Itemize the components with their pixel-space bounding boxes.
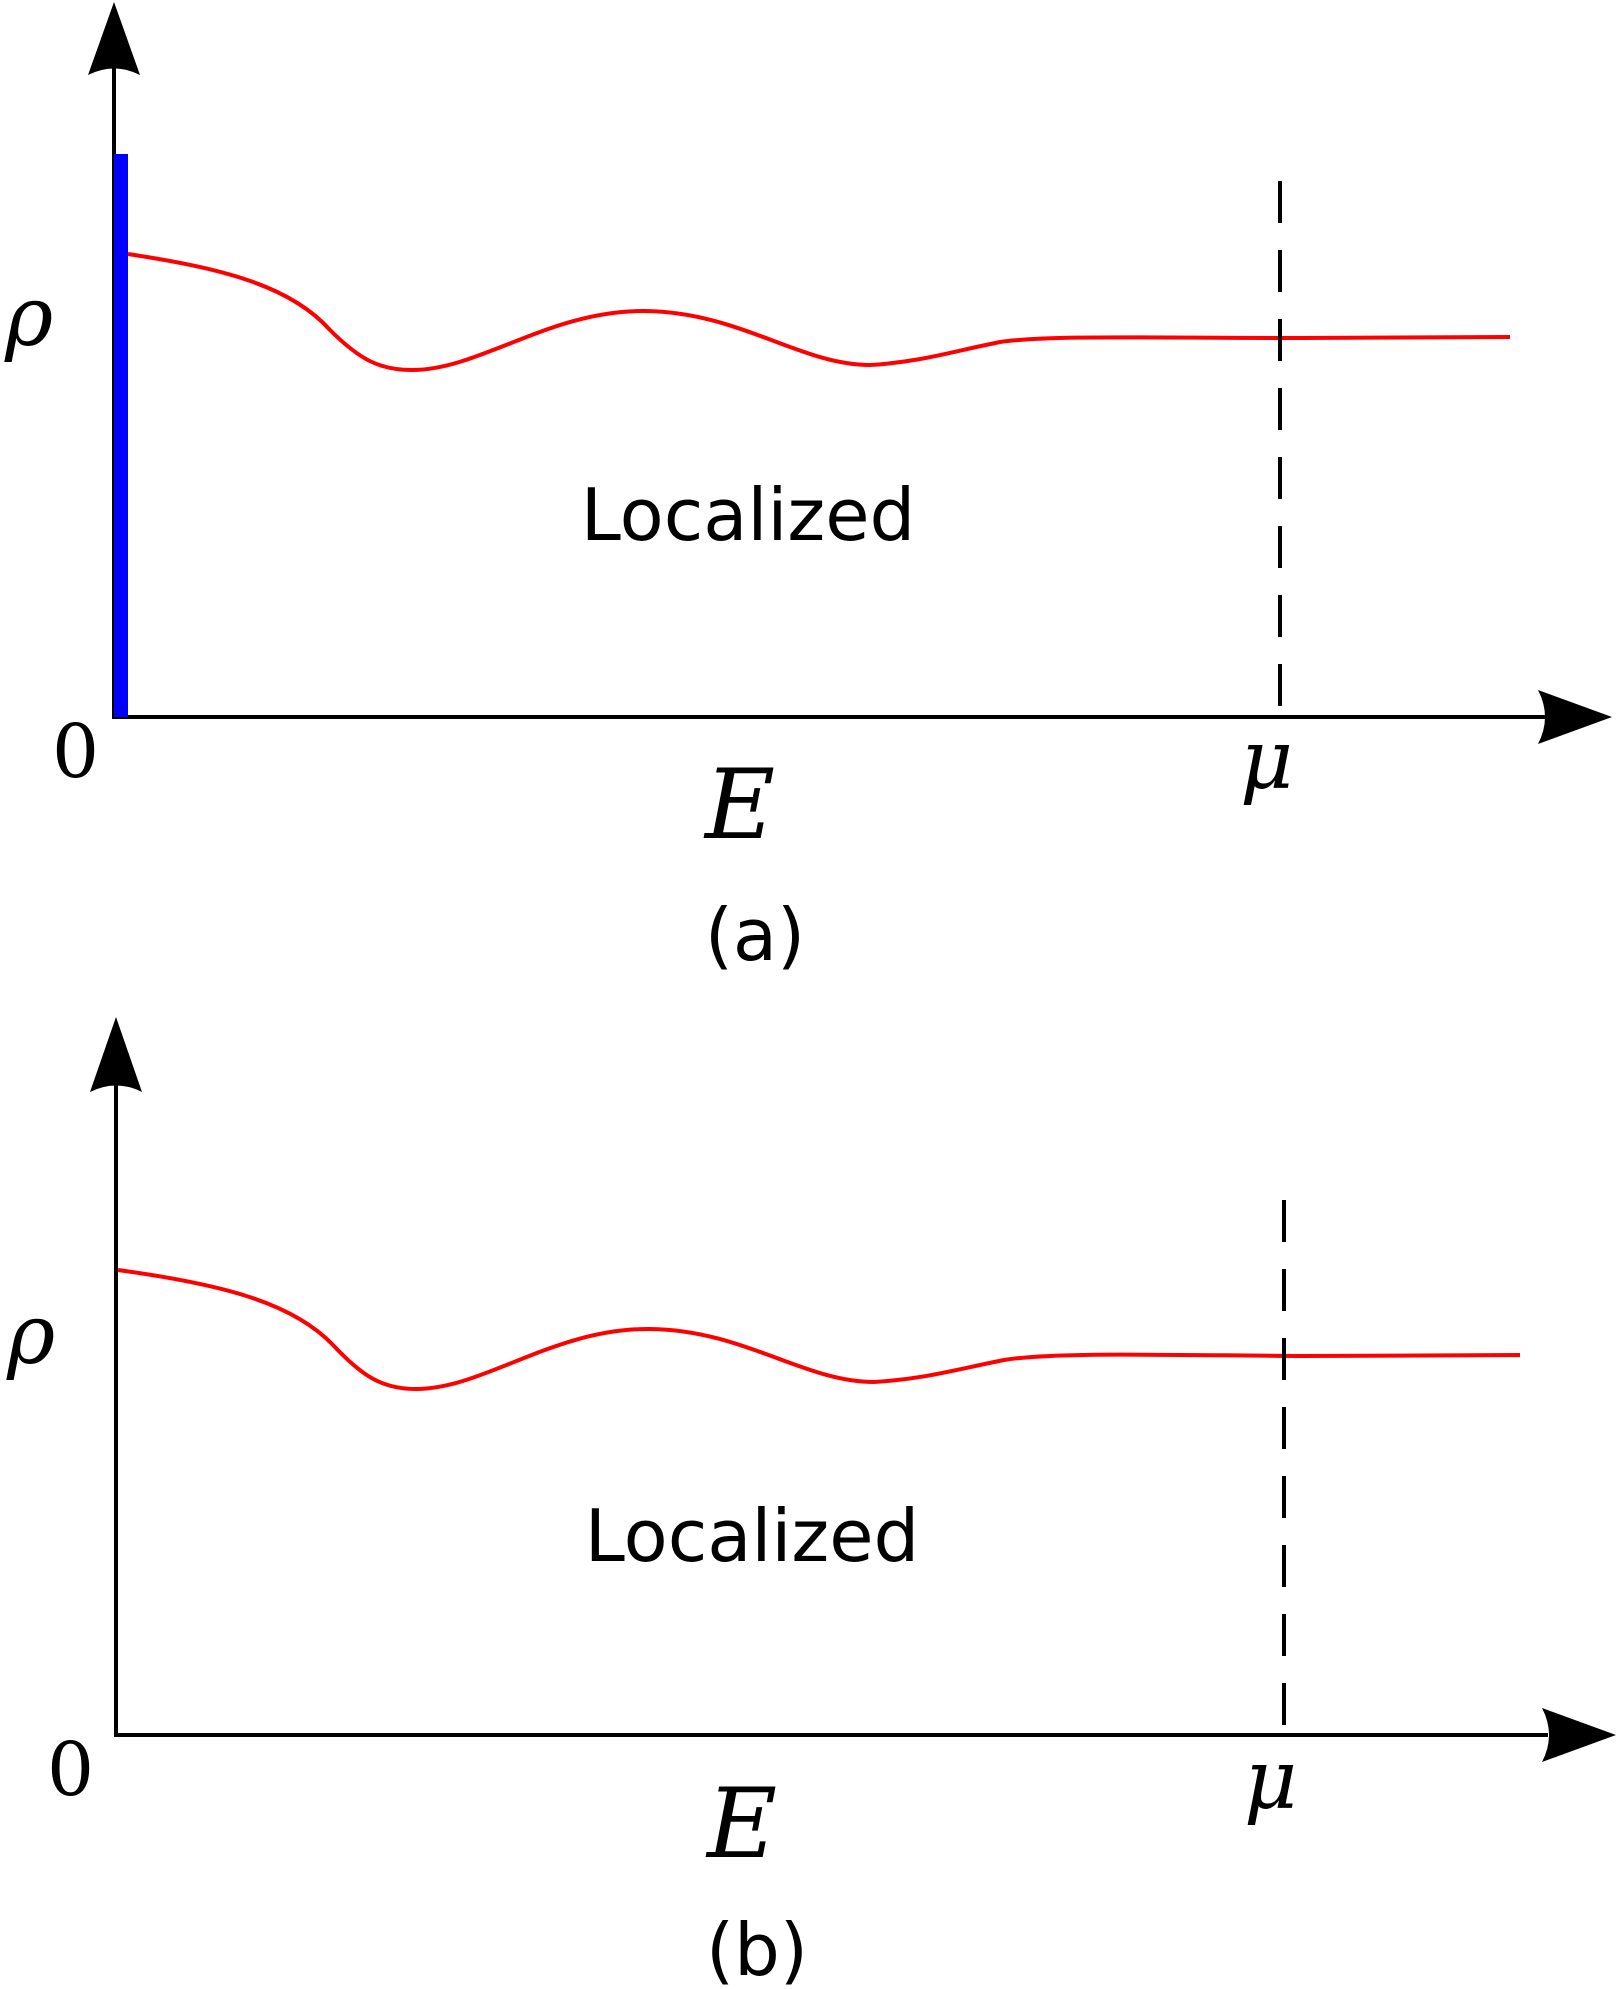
origin-label: 0 [52, 709, 99, 795]
region-label: Localized [581, 473, 915, 557]
y-axis-arrowhead [88, 2, 140, 75]
x-axis-arrowhead [1538, 690, 1612, 744]
mu-label: μ [1240, 713, 1293, 808]
ylabel-rho: ρ [4, 270, 53, 365]
caption-b: (b) [706, 1908, 808, 1989]
mu-label: μ [1244, 1733, 1297, 1828]
delta-spike [114, 154, 128, 717]
ylabel-rho: ρ [6, 1288, 55, 1383]
panel-b: ρ 0 E μ Localized (b) [6, 1017, 1616, 1989]
origin-label: 0 [47, 1727, 94, 1813]
density-curve [127, 252, 1511, 373]
caption-a: (a) [705, 893, 805, 977]
y-axis-arrowhead [90, 1017, 142, 1092]
panel-a: ρ 0 E μ Localized (a) [4, 2, 1612, 977]
xlabel-E: E [705, 1768, 777, 1880]
xlabel-E: E [703, 749, 775, 861]
x-axis-arrowhead [1542, 1708, 1616, 1762]
region-label: Localized [585, 1494, 919, 1578]
density-curve [117, 1268, 1521, 1392]
